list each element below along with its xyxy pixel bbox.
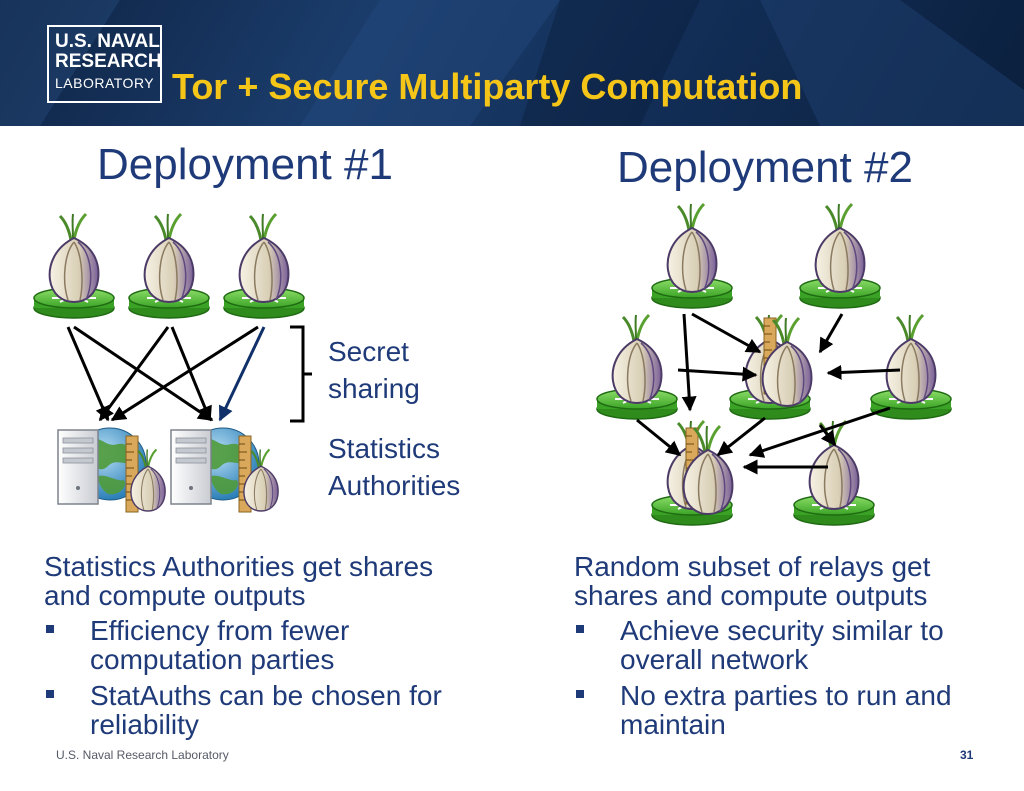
d1-arrow-1a [66,326,110,422]
d1-arrow-1b [73,325,214,422]
slide-title: Tor + Secure Multiparty Computation [172,66,803,107]
d2-relay-mid-center [730,315,813,419]
d2-bullet-list: Achieve security similar to overall netw… [574,616,1004,739]
d2-bullet-2-text: No extra parties to run and maintain [620,680,952,740]
deployment-1-description: Statistics Authorities get shares and co… [44,552,484,746]
d1-arrow-3a [110,325,259,422]
statistics-authorities-label: Statistics Authorities [328,430,460,504]
page-number: 31 [960,748,974,762]
d2-relay-mid-right [871,315,951,419]
d2-arrow-6 [636,418,682,457]
d2-arrow-2 [681,313,697,412]
bullet-square-icon [46,690,54,698]
header-background-facets [0,0,1024,126]
logo-line-2: RESEARCH [55,51,162,72]
bullet-square-icon [576,690,584,698]
d2-arrow-3 [818,313,844,354]
d1-bullet-list: Efficiency from fewer computation partie… [44,616,484,739]
header-banner: U.S. NAVAL RESEARCH LABORATORY Tor + Sec… [0,0,1024,126]
d1-bullet-1: Efficiency from fewer computation partie… [44,616,484,674]
deployment-1-heading: Deployment #1 [97,140,393,189]
d2-bullet-1-text: Achieve security similar to overall netw… [620,615,944,675]
d1-statistics-authority-1 [58,428,165,512]
d1-bullet-2-text: StatAuths can be chosen for reliability [90,680,442,740]
d2-relay-bottom-left [652,421,734,525]
d2-bullet-1: Achieve security similar to overall netw… [574,616,1004,674]
d1-relay-2 [129,214,209,318]
logo-line-1: U.S. NAVAL [55,31,160,52]
d2-relay-top-left [652,204,732,308]
d1-arrow-3b [218,326,266,422]
d2-arrow-7 [716,416,766,457]
d2-bullet-2: No extra parties to run and maintain [574,681,1004,739]
footer-org: U.S. Naval Research Laboratory [56,748,229,762]
d1-arrow-2a [98,326,170,422]
d2-arrow-9 [818,424,837,447]
d1-relay-3 [224,214,304,318]
deployment-2-heading: Deployment #2 [617,143,913,192]
d1-bullet-2: StatAuths can be chosen for reliability [44,681,484,739]
secret-sharing-label: Secret sharing [328,333,420,407]
d1-arrow-2b [170,326,212,422]
d2-relay-mid-left [597,315,677,419]
bullet-square-icon [46,625,54,633]
statistics-authorities-text: Statistics Authorities [328,433,461,501]
bullet-square-icon [576,625,584,633]
d1-relay-1 [34,214,114,318]
d2-arrow-4 [677,366,758,382]
d2-arrow-5 [826,364,901,380]
d2-arrow-8 [748,406,891,458]
logo-line-3: LABORATORY [55,75,155,91]
d2-relay-top-right [800,204,880,308]
d1-description-text: Statistics Authorities get shares and co… [44,551,434,611]
d1-bullet-1-text: Efficiency from fewer computation partie… [90,615,350,675]
d1-statistics-authority-2 [171,428,278,512]
d2-arrow-1 [691,312,762,354]
nrl-logo: U.S. NAVAL RESEARCH LABORATORY [47,25,162,103]
d2-description-text: Random subset of relays get shares and c… [574,551,931,611]
secret-sharing-text: Secret sharing [328,336,420,404]
deployment-2-description: Random subset of relays get shares and c… [574,552,1004,746]
secret-sharing-bracket [290,325,312,423]
